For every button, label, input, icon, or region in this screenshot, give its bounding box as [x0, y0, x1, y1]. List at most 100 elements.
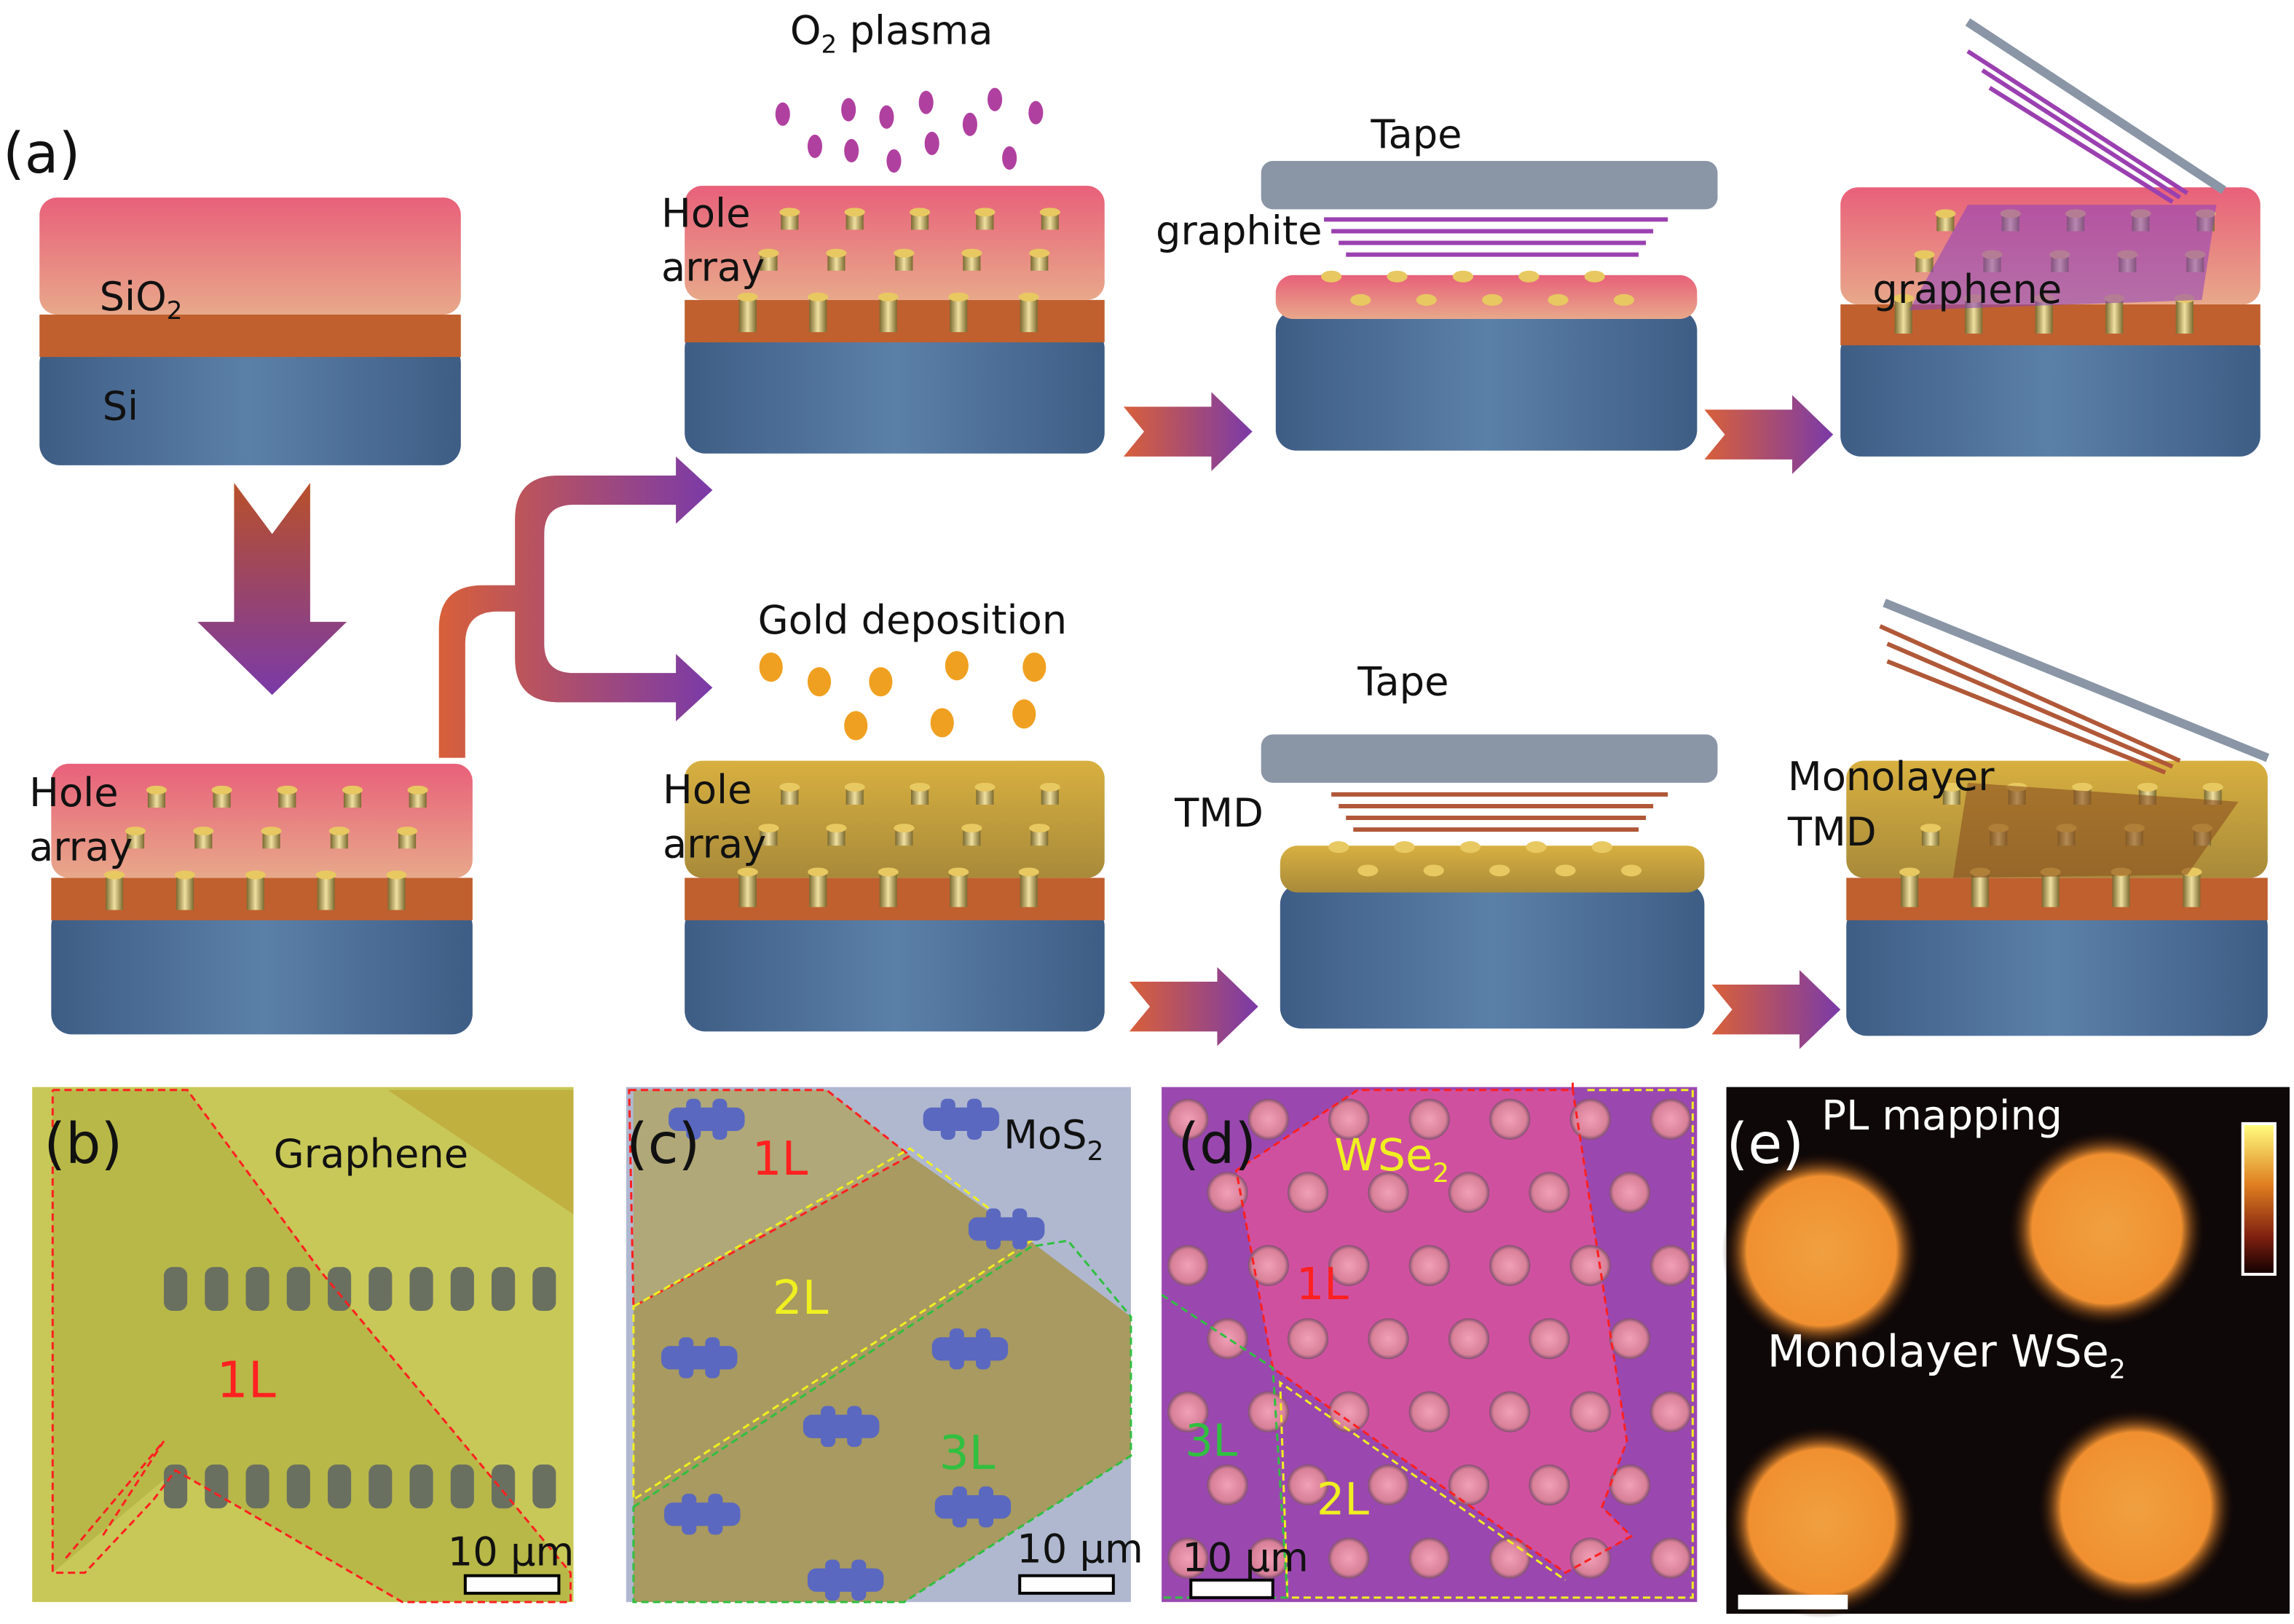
si-layer	[51, 905, 473, 1035]
hole-pillar	[409, 1266, 433, 1312]
hole	[1408, 1537, 1450, 1579]
pillar-top	[174, 870, 196, 880]
pillar-top	[104, 870, 125, 880]
pillar-top	[1394, 841, 1415, 854]
pillar-top	[1387, 270, 1408, 283]
si-layer	[1846, 905, 2268, 1036]
hole-pillar	[450, 1464, 474, 1509]
pillar-top	[974, 208, 996, 217]
gold-deposition-label: Gold deposition	[758, 597, 1068, 643]
hole	[1247, 1098, 1289, 1140]
layer-2l-label: 2L	[1317, 1474, 1369, 1525]
hole-cross	[807, 1568, 884, 1592]
hole	[1489, 1245, 1531, 1286]
hole-cross	[705, 1337, 720, 1379]
process-arrows	[1123, 392, 1841, 1049]
si-layer	[685, 905, 1105, 1032]
pillar-top	[974, 782, 996, 792]
panel-c-label: (c)	[626, 1112, 701, 1177]
layer-3l-label: 3L	[1185, 1416, 1237, 1467]
sio2-label: SiO2	[100, 274, 183, 326]
gold-particle	[945, 651, 969, 681]
pillar	[1020, 872, 1038, 907]
hole	[1408, 1098, 1450, 1140]
right-arrow	[1711, 969, 1841, 1049]
hole-cross	[986, 1208, 1001, 1250]
hole	[1328, 1537, 1370, 1579]
pillar	[317, 875, 335, 910]
pillar	[246, 875, 264, 910]
hole	[1609, 1318, 1651, 1360]
layer-1l-label: 1L	[752, 1132, 808, 1186]
graphite-flakes	[1324, 217, 1668, 257]
gold-particle	[1012, 699, 1036, 729]
hole	[1207, 1318, 1248, 1360]
hole-cross	[712, 1098, 728, 1140]
plasma-particle	[988, 87, 1003, 111]
hole	[1207, 1172, 1248, 1213]
gold-particle	[869, 667, 893, 697]
pillar-top	[844, 208, 865, 217]
plasma-particle	[1028, 100, 1044, 125]
panel-b-label: (b)	[44, 1112, 122, 1177]
plasma-particle	[879, 105, 894, 129]
hole-pillar	[492, 1266, 516, 1312]
gold-particle	[759, 653, 783, 682]
hole	[1529, 1318, 1570, 1360]
pillar-top	[961, 248, 982, 258]
pillar-top	[878, 292, 899, 301]
hole-pillar	[368, 1464, 393, 1509]
pillar-top	[146, 785, 167, 795]
plasma-particle	[924, 131, 939, 155]
hole	[1650, 1391, 1692, 1432]
hole-pillar	[245, 1464, 269, 1509]
hole	[1368, 1318, 1409, 1360]
pillar	[809, 296, 827, 333]
hole-cross	[821, 1406, 836, 1447]
hole-cross	[978, 1486, 994, 1528]
panel-c-mos2-image	[626, 1087, 1132, 1604]
hole	[1287, 1172, 1329, 1213]
hole	[1247, 1245, 1289, 1286]
hole-cross	[851, 1559, 867, 1601]
pillar-top	[1328, 841, 1349, 854]
peeled-tape-bottom	[1879, 599, 2270, 775]
hole-cross	[664, 1502, 741, 1526]
hole-cross	[940, 1098, 955, 1140]
pillar-top	[261, 827, 282, 836]
pillar-top	[1584, 270, 1605, 283]
hole	[1328, 1098, 1370, 1140]
plasma-particle	[918, 90, 934, 114]
pillar-top	[193, 827, 214, 836]
hole	[1489, 1537, 1531, 1579]
hole-array-label: Hole	[29, 770, 118, 816]
branch-arrow	[438, 456, 713, 758]
plasma-and-gold-particles	[759, 87, 1047, 741]
hole-cross	[686, 1098, 701, 1140]
pillar	[176, 875, 194, 910]
pillar	[106, 875, 124, 910]
hole	[1650, 1098, 1692, 1140]
pillar	[2183, 872, 2201, 907]
panel-e-pl-map	[1722, 1087, 2290, 1618]
pillar-top	[245, 870, 266, 880]
substrate-block	[685, 186, 1105, 454]
tmd-label: TMD	[1174, 790, 1264, 836]
pillar-top	[1350, 293, 1371, 306]
pillar-top	[1548, 293, 1569, 306]
hole	[1569, 1098, 1611, 1140]
o2-plasma-label: O2 plasma	[790, 7, 993, 59]
pillar-top	[397, 827, 418, 836]
pillar	[809, 872, 827, 907]
peeled-tape-top	[1965, 18, 2226, 204]
hole-cross	[682, 1494, 697, 1535]
pillar-top	[1914, 250, 1935, 259]
hole-pillar	[328, 1266, 352, 1312]
wse2-title: WSe2	[1334, 1130, 1449, 1189]
hole-cross	[679, 1337, 694, 1379]
pillar-top	[2072, 782, 2093, 792]
pillar-top	[1459, 841, 1481, 854]
plasma-particle	[962, 112, 977, 136]
gold-particle	[807, 667, 832, 697]
hole-pillar	[286, 1464, 310, 1509]
